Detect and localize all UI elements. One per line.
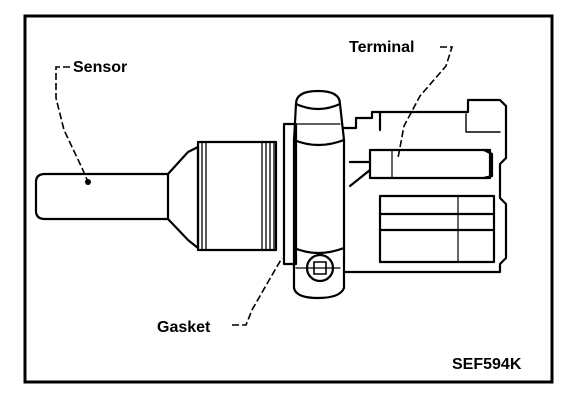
- sensor-taper: [166, 145, 200, 250]
- threaded-body: [196, 140, 278, 252]
- terminal-leader: [397, 46, 454, 159]
- sensor-leader: [55, 66, 89, 183]
- sensor-label: Sensor: [73, 59, 128, 76]
- sensor-leader-dot: [85, 179, 91, 185]
- terminal-label: Terminal: [349, 39, 415, 56]
- figure-frame: [23, 14, 554, 384]
- sensor-probe: [34, 172, 170, 221]
- connector-housing: [342, 98, 508, 274]
- gasket-ring: [282, 122, 298, 266]
- gasket-leader: [232, 257, 283, 326]
- thread-lines: [201, 141, 275, 251]
- figure-code: SEF594K: [452, 356, 522, 373]
- hex-nut: [292, 89, 346, 300]
- gasket-label: Gasket: [157, 319, 211, 336]
